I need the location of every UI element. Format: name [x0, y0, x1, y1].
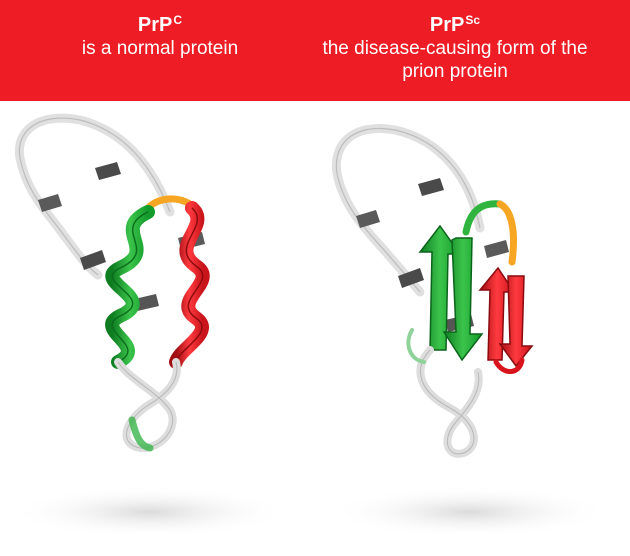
- prpsc-grey-helix-turn: [418, 178, 444, 196]
- red-strand-down: [498, 275, 534, 368]
- caption-description-normal: is a normal protein: [81, 38, 239, 59]
- red-strand-up: [478, 266, 516, 361]
- prpsc-green-loop: [462, 200, 504, 236]
- prpc-backbone-loop: [14, 113, 175, 280]
- caption-superscript-c: C: [173, 13, 183, 27]
- prpc-structure: [10, 113, 290, 538]
- caption-description-disease-line2: prion protein: [402, 61, 508, 82]
- prpsc-shadow: [330, 486, 610, 538]
- prpsc-orange-linker: [496, 200, 517, 266]
- prpc-shadow: [10, 486, 290, 538]
- prpc-grey-helix-turn: [95, 162, 121, 180]
- caption-disease-protein: PrPSc the disease-causing form of the pr…: [275, 8, 630, 83]
- title-banner: [0, 0, 630, 101]
- prpsc-tail-ribbon: [416, 346, 483, 458]
- green-strand-down: [442, 237, 484, 362]
- caption-normal-protein: PrPC is a normal protein: [15, 8, 305, 60]
- caption-description-disease-line1: the disease-causing form of the: [322, 38, 588, 59]
- caption-superscript-sc: Sc: [465, 13, 481, 27]
- prpc-green-helix: [105, 205, 155, 369]
- caption-title-prpc: PrPC: [137, 13, 183, 36]
- prpsc-structure: [330, 124, 610, 538]
- prpc-orange-linker: [146, 195, 194, 210]
- prpsc-green-beta-sheet: [418, 224, 484, 362]
- prpc-red-helix: [169, 201, 210, 369]
- caption-title-prpsc: PrPSc: [429, 13, 481, 36]
- prpsc-red-beta-sheet: [478, 266, 534, 374]
